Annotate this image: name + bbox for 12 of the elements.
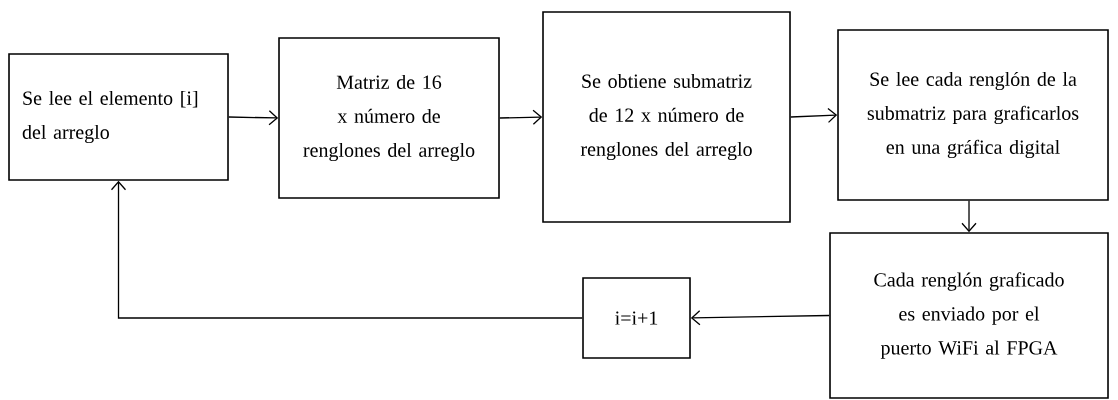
arrow [790, 107, 838, 124]
process-box: Matriz de 16 x número de renglones del arreglo [278, 37, 500, 199]
arrow [499, 109, 543, 125]
process-box: i=i+1 [582, 277, 691, 359]
arrow [228, 110, 279, 126]
arrow [110, 180, 583, 319]
process-box: Se lee el elemento [i] del arreglo [8, 53, 229, 181]
process-box: Se obtiene submatriz de 12 x número de renglones del arreglo [542, 11, 791, 223]
process-box: Se lee cada renglón de la submatriz para graficarlos en una gráfica digital [837, 29, 1109, 201]
arrow [961, 200, 977, 233]
process-box: Cada renglón graficado es enviado por el puerto WiFi al FPGA [829, 232, 1109, 399]
arrow [690, 310, 830, 326]
